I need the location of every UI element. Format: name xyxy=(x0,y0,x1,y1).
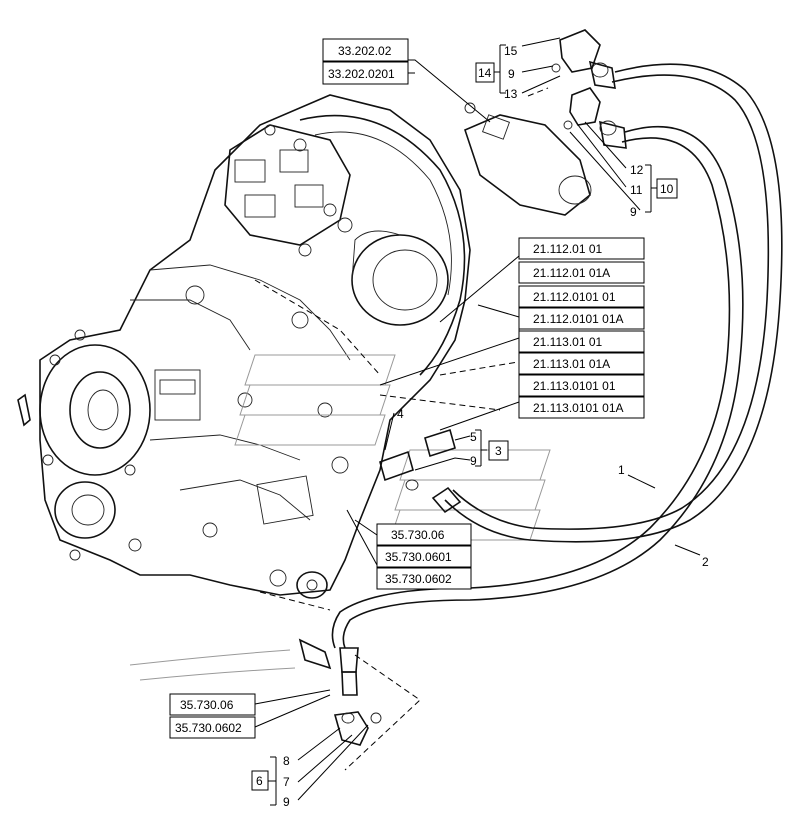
callout-35-730-0602-upper[interactable]: 35.730.0602 xyxy=(376,567,472,590)
callout-35-730-0601[interactable]: 35.730.0601 xyxy=(376,545,472,568)
callout-text: 35.730.06 xyxy=(391,528,445,542)
item-number-8: 8 xyxy=(283,754,290,768)
item-number-13: 13 xyxy=(504,87,518,101)
item-number-2: 2 xyxy=(702,555,709,569)
callout-text: 21.112.0101 01 xyxy=(533,290,616,304)
group-number: 10 xyxy=(660,182,674,196)
leader-lines xyxy=(254,37,701,806)
callout-text: 21.112.0101 01A xyxy=(533,312,624,326)
callout-21-112-0101-01[interactable]: 21.112.0101 01 xyxy=(518,285,645,308)
callout-33-202-0201[interactable]: 33.202.0201 xyxy=(322,61,409,85)
item-number-9-right: 9 xyxy=(630,205,637,219)
callout-text: 21.113.0101 01 xyxy=(533,379,616,393)
callout-text: 21.112.01 01 xyxy=(533,242,603,256)
item-number-9-mid: 9 xyxy=(470,454,477,468)
item-number-7: 7 xyxy=(283,775,290,789)
callout-text: 35.730.0602 xyxy=(385,572,452,586)
callout-text: 35.730.0602 xyxy=(175,721,242,735)
callout-21-113-01-01a[interactable]: 21.113.01 01A xyxy=(518,352,645,375)
item-numbers: 15 9 13 12 11 9 4 5 9 1 2 8 7 9 xyxy=(283,44,709,809)
group-number: 6 xyxy=(256,774,263,788)
item-number-11: 11 xyxy=(630,183,643,197)
callout-21-112-01-01[interactable]: 21.112.01 01 xyxy=(518,237,645,260)
callout-21-113-01-01[interactable]: 21.113.01 01 xyxy=(518,330,645,353)
callout-35-730-06-lower[interactable]: 35.730.06 xyxy=(169,693,256,716)
item-number-9-bottom: 9 xyxy=(283,795,290,809)
callout-text: 21.113.01 01A xyxy=(533,357,610,371)
item-number-1: 1 xyxy=(618,463,625,477)
callout-text: 21.113.01 01 xyxy=(533,335,603,349)
callout-21-113-0101-01[interactable]: 21.113.0101 01 xyxy=(518,374,645,397)
group-number: 3 xyxy=(495,444,502,458)
item-number-5: 5 xyxy=(470,430,477,444)
hose-assembly xyxy=(298,29,783,746)
item-number-9-top: 9 xyxy=(508,67,515,81)
callout-21-112-0101-01a[interactable]: 21.112.0101 01A xyxy=(518,307,645,330)
callout-text: 35.730.06 xyxy=(180,698,234,712)
callout-text: 33.202.02 xyxy=(338,44,392,58)
callout-35-730-06-upper[interactable]: 35.730.06 xyxy=(376,523,472,546)
group-box-14[interactable]: 14 xyxy=(475,62,495,83)
solenoid-valve xyxy=(464,102,592,216)
transmission-housing xyxy=(17,94,471,599)
group-box-6[interactable]: 6 xyxy=(251,770,269,791)
group-box-10[interactable]: 10 xyxy=(656,178,678,199)
item-number-15: 15 xyxy=(504,44,518,58)
group-number: 14 xyxy=(478,66,492,80)
callout-text: 33.202.0201 xyxy=(328,67,395,81)
group-box-3[interactable]: 3 xyxy=(488,440,509,461)
callout-21-112-01-01a[interactable]: 21.112.01 01A xyxy=(518,261,645,284)
callout-text: 21.112.01 01A xyxy=(533,266,610,280)
background-outlines xyxy=(129,354,551,681)
callout-21-113-0101-01a[interactable]: 21.113.0101 01A xyxy=(518,396,645,419)
callout-text: 21.113.0101 01A xyxy=(533,401,624,415)
callout-35-730-0602-lower[interactable]: 35.730.0602 xyxy=(169,716,256,739)
item-number-4: 4 xyxy=(397,407,404,421)
callout-33-202-02[interactable]: 33.202.02 xyxy=(322,38,409,62)
callout-text: 35.730.0601 xyxy=(385,550,452,564)
dashed-lines xyxy=(254,87,561,771)
item-number-12: 12 xyxy=(630,163,644,177)
